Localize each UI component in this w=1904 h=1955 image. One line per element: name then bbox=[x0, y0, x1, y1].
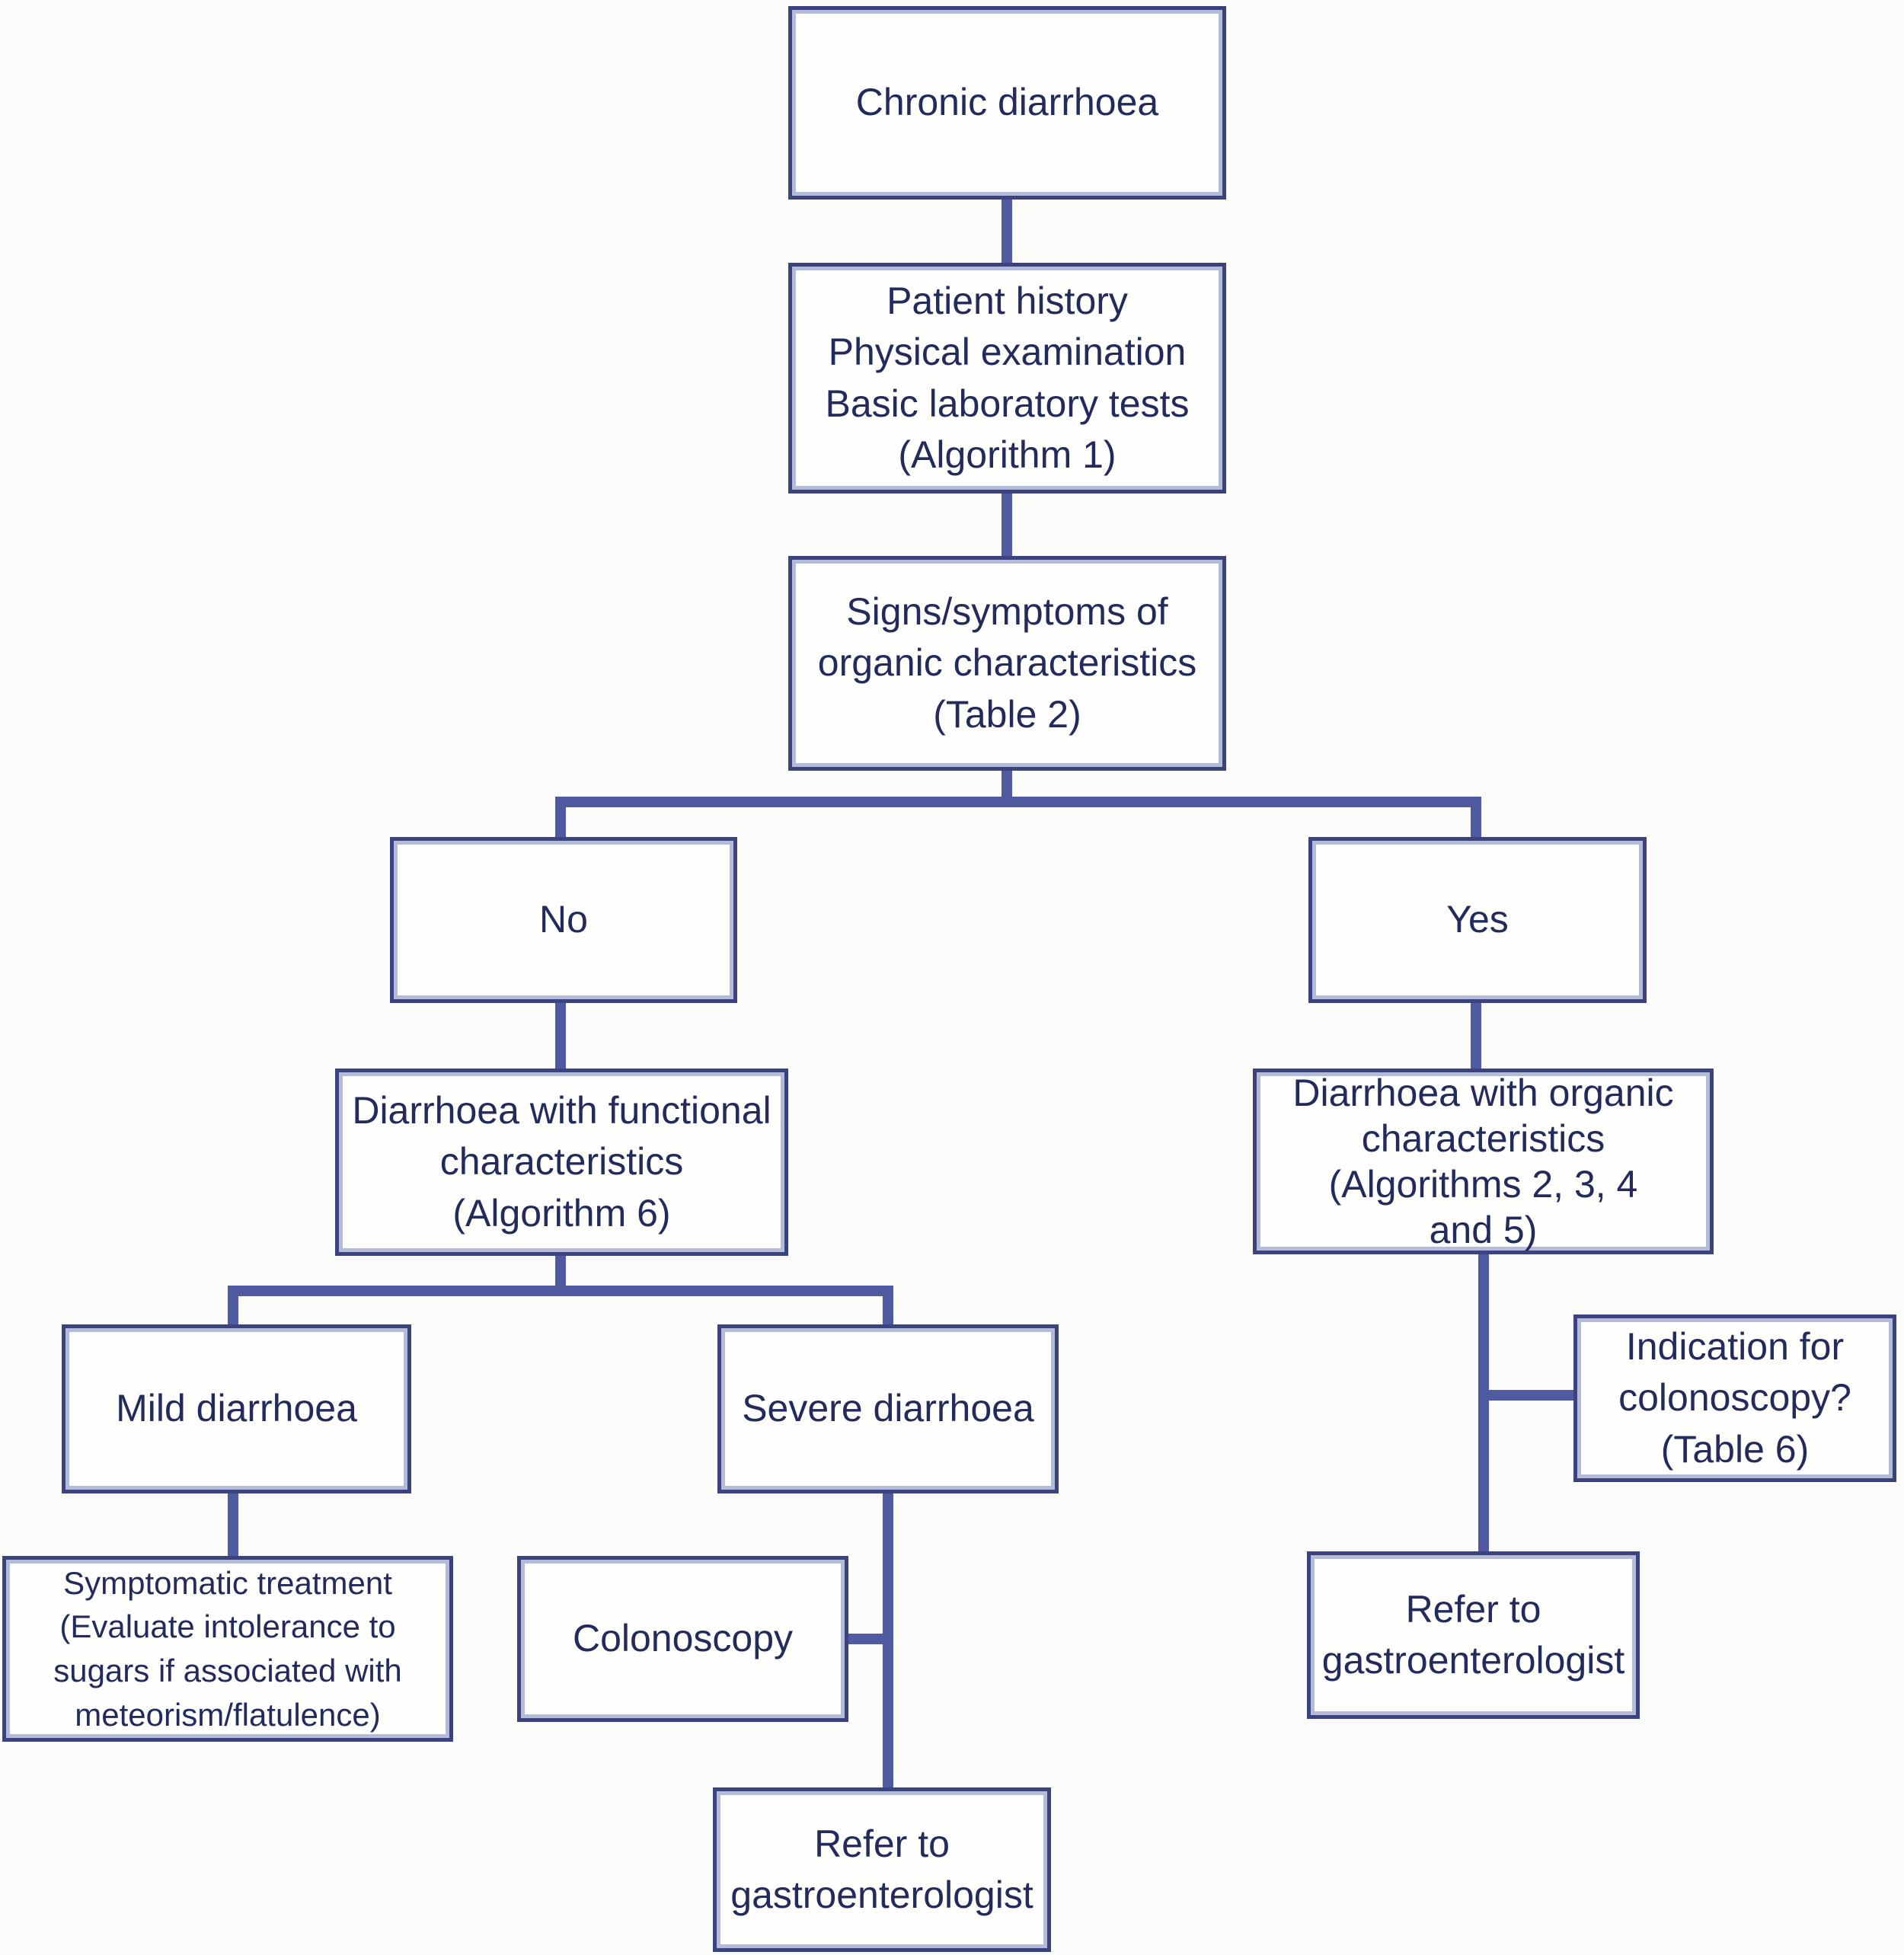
node-indication-for-colonoscopy: Indication for colonoscopy? (Table 6) bbox=[1573, 1315, 1896, 1482]
connector-chronic-to-history bbox=[1002, 200, 1012, 263]
node-chronic-diarrhoea: Chronic diarrhoea bbox=[788, 6, 1226, 200]
node-symptomatic-treatment: Symptomatic treatment (Evaluate intolera… bbox=[2, 1556, 453, 1742]
connector-branch-horizontal-top bbox=[555, 797, 1481, 807]
connector-mild-to-symptomatic bbox=[228, 1493, 238, 1556]
connector-organic-to-refer bbox=[1478, 1254, 1489, 1551]
connector-colonoscopy-stub bbox=[848, 1634, 883, 1644]
connector-branch-to-severe bbox=[883, 1286, 893, 1324]
node-diarrhoea-organic: Diarrhoea with organic characteristics (… bbox=[1253, 1069, 1714, 1254]
node-refer-gastroenterologist-bottom: Refer to gastroenterologist bbox=[713, 1787, 1051, 1952]
node-mild-diarrhoea: Mild diarrhoea bbox=[62, 1324, 411, 1493]
node-refer-gastroenterologist-right: Refer to gastroenterologist bbox=[1307, 1551, 1640, 1719]
connector-branch-to-no bbox=[555, 797, 566, 837]
connector-severe-to-refer bbox=[883, 1493, 893, 1787]
connector-branch-horizontal-left bbox=[228, 1286, 893, 1296]
connector-yes-to-organic bbox=[1471, 1003, 1481, 1069]
node-branch-no: No bbox=[390, 837, 737, 1003]
node-patient-history-workup: Patient history Physical examination Bas… bbox=[788, 263, 1226, 494]
node-diarrhoea-functional: Diarrhoea with functional characteristic… bbox=[335, 1069, 788, 1256]
connector-history-to-signs bbox=[1002, 494, 1012, 556]
node-severe-diarrhoea: Severe diarrhoea bbox=[717, 1324, 1059, 1493]
connector-indication-stub bbox=[1489, 1390, 1573, 1401]
connector-branch-to-yes bbox=[1471, 797, 1481, 837]
connector-no-to-functional bbox=[555, 1003, 566, 1069]
node-signs-symptoms-organic: Signs/symptoms of organic characteristic… bbox=[788, 556, 1226, 771]
connector-branch-to-mild bbox=[228, 1286, 238, 1324]
node-colonoscopy: Colonoscopy bbox=[517, 1556, 848, 1722]
node-branch-yes: Yes bbox=[1308, 837, 1647, 1003]
